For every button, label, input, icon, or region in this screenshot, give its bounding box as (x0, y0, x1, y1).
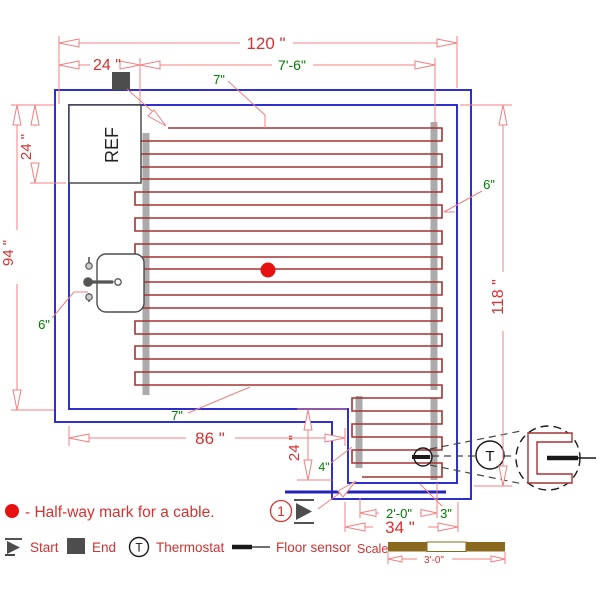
ref-label: REF (102, 127, 122, 163)
end-square (112, 72, 130, 90)
heating-cable-area (134, 122, 443, 480)
dim-cable-offset-top: 7" (213, 72, 225, 87)
scale-label: Scale (357, 542, 388, 556)
dim-alcove-cable-width: 2'-0" (386, 506, 412, 521)
sink (83, 253, 145, 313)
cable-rail-alcove-right (430, 398, 438, 480)
start-label: Start (30, 540, 59, 555)
halfway-note: - Half-way mark for a cable. (25, 504, 215, 521)
thermostat-symbol-letter: T (135, 541, 143, 555)
halfway-dot-legend (5, 504, 19, 518)
cable-rail-left (142, 133, 150, 395)
scale-length: 3'-0" (424, 555, 444, 566)
thermostat-circle (475, 440, 505, 470)
thermostat-symbol-legend (128, 536, 150, 558)
floor-sensor-label: Floor sensor (276, 540, 352, 555)
end-symbol-legend (67, 538, 85, 554)
dim-ref-depth: 24 " (18, 134, 35, 160)
cable-rail-right (430, 122, 438, 390)
dimensions: 120 " 24 " 7'-6" 7" 94 " 24 " 118 " 6" (0, 34, 512, 537)
dim-sink-gap: 6" (38, 317, 50, 332)
dim-ref-width: 24 " (93, 57, 121, 74)
sink-drain (114, 278, 122, 286)
start-symbol-legend (7, 541, 20, 554)
end-label: End (92, 540, 116, 555)
dim-overall-width: 120 " (246, 34, 285, 53)
sensor-detail-callout: T (412, 425, 596, 491)
scale-segment-1 (388, 542, 427, 552)
scale-segment-3 (466, 542, 505, 552)
legend: - Half-way mark for a cable. Start End T… (5, 504, 352, 558)
scale-bar: Scale 3'-0" (357, 541, 506, 566)
dim-alcove-depth: 24 " (286, 435, 303, 461)
thermostat-symbol: T (485, 448, 494, 465)
heating-cable-serpentine (134, 127, 443, 478)
dim-alcove-gap: 4" (319, 460, 330, 474)
dim-right-height: 118 " (490, 279, 507, 315)
dim-cable-offset-bottom: 7" (171, 408, 183, 423)
dim-left-height: 94 " (0, 240, 17, 266)
dim-right-gap: 6" (483, 177, 495, 192)
cable-start-marker: 1 (269, 480, 357, 524)
refrigerator: REF (68, 104, 142, 184)
halfway-mark-dot (260, 262, 276, 278)
scale-segment-2 (426, 541, 467, 552)
callout-circle (269, 499, 293, 523)
dim-bottom-width: 86 " (195, 429, 225, 448)
detail-cable-loop (527, 432, 573, 484)
callout-number: 1 (277, 503, 285, 519)
dim-alcove-right-gap: 3" (440, 506, 452, 521)
dim-mat-width: 7'-6" (278, 57, 306, 73)
thermostat-label: Thermostat (156, 540, 225, 555)
cable-end-marker (112, 72, 167, 127)
faucet-body (83, 277, 93, 287)
start-triangle (296, 503, 312, 520)
cable-rail-alcove-left (355, 396, 363, 468)
dim-alcove-width: 34 " (385, 518, 415, 537)
